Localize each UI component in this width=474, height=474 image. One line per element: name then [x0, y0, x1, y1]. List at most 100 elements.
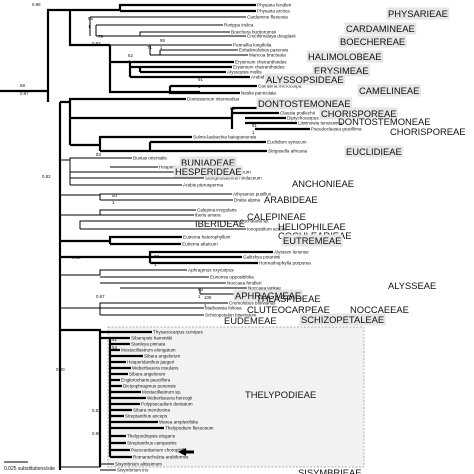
support-value: 54 [112, 345, 117, 350]
support-value: 58 [20, 83, 25, 88]
tribe-eudemeae: EUDEMEAE [224, 315, 277, 326]
taxon-label: Ionopsidium acaule [247, 227, 287, 232]
taxon-label: Physaria fendleri [257, 3, 291, 8]
tribe-noccaeeae: NOCCAEEAE [350, 304, 409, 315]
tribe-label-box [386, 7, 450, 20]
taxon-label: Sisymbrium irio [117, 468, 149, 473]
taxon-label: Cochlearia sp. [240, 219, 269, 224]
tribe-label: EUCLIDIEAE [346, 146, 402, 157]
support-value: 0.80 [56, 367, 65, 372]
support-value: 0.88 [92, 431, 101, 436]
support-value: 95 [88, 16, 93, 21]
taxon-label: Sisymbrium altissimum [115, 462, 162, 467]
taxon-label: Galitzkya potaninii [243, 255, 280, 260]
taxon-label: Mancoa bracteata [249, 53, 286, 58]
tribe-chorisporeae: CHORISPOREAE [319, 107, 399, 120]
taxon-label: Camelina microcarpa [258, 84, 302, 89]
tribe-aphragmeae: APHRAGMEAE [233, 289, 303, 302]
tribe-hesperideae: HESPERIDEAE [173, 165, 244, 178]
tribe-label-box [281, 234, 343, 247]
taxon-label: Physaria arctica [257, 9, 290, 14]
tribe-label: APHRAGMEAE [235, 290, 301, 301]
taxon-label: Streptanthus anceps [125, 414, 168, 419]
taxon-label: Sibaropsis hammittii [131, 336, 172, 341]
taxon-label: Arabis pterosperma [183, 183, 224, 188]
support-value: 83 [198, 287, 203, 292]
tribe-calepineae: CALEPINEAE [247, 211, 306, 222]
taxon-label: Solms-laubachia baiogoinensis [193, 135, 257, 140]
tribe-sisymbrieae: SISYMBRIEAE [298, 467, 362, 474]
tribe-camelineae: CAMELINEAE [357, 84, 421, 97]
support-value: 100 [204, 295, 212, 300]
tribe-label: CALEPINEAE [247, 211, 306, 222]
tribe-label: BUNIADEAE [181, 157, 235, 168]
taxon-label: Iberis amara [195, 213, 221, 218]
tribe-alysseae: ALYSSEAE [388, 280, 436, 291]
tribe-thlaspideae: THLASPIDEAE [256, 293, 321, 304]
tribe-label: EUDEMEAE [224, 315, 277, 326]
taxon-label: Crucihimalaya douglasii [247, 34, 296, 39]
taxon-label: Sterigmostemum violaceum [205, 176, 262, 181]
support-value: 79 [98, 34, 103, 39]
left-arrow-icon [178, 448, 194, 456]
taxon-label: Pacocardamum chorophilla [131, 448, 187, 453]
taxon-label: Neslia paniculata [241, 91, 276, 96]
tribe-label: CLUTEOCARPEAE [247, 304, 330, 315]
tribe-labels: PHYSARIEAECARDAMINEAEBOECHEREAEHALIMOLOB… [173, 7, 466, 474]
tribe-label: NOCCAEEAE [350, 304, 409, 315]
support-value: 1 [88, 24, 91, 29]
taxon-label: Sibara mendocina [133, 408, 170, 413]
tribe-label: IBERIDEAE [195, 218, 245, 229]
support-value: 1 [204, 303, 207, 308]
tribe-alyssopsideae: ALYSSOPSIDEAE [264, 73, 345, 86]
scale-label: 0.025 substitutions/site [4, 466, 55, 472]
support-value: 0.86 [72, 255, 81, 260]
support-value: 95 [160, 38, 165, 43]
taxon-label: Stanleya pinnata [131, 342, 166, 347]
tribe-label: BOECHEREAE [340, 36, 405, 47]
tribe-label-box [299, 313, 386, 326]
tribe-eutremeae: EUTREMEAE [281, 234, 343, 247]
taxon-label: Thelypodium flexuosum [165, 426, 214, 431]
taxon-label: Athysanus pusillus [233, 192, 272, 197]
tribe-label: CARDAMINEAE [346, 23, 415, 34]
tribe-label-box [344, 22, 417, 35]
tribe-label-box [264, 73, 345, 86]
tribe-label: CAMELINEAE [359, 85, 419, 96]
tribe-euclidieae: EUCLIDIEAE [344, 145, 404, 158]
tribe-label-box [233, 289, 303, 302]
tribe-label: SCHIZOPETALEAE [301, 314, 384, 325]
taxon-label: Aphragmus oxycarpus [188, 268, 234, 273]
taxon-label: Cardamine flexuosa [247, 15, 288, 20]
tribe-coluteocarpeae: CLUTEOCARPEAE [247, 304, 330, 315]
tribe-label-box [357, 84, 421, 97]
taxon-label: Noccaea jankae [248, 286, 281, 291]
taxon-label: Noccaea fendleri [227, 281, 261, 286]
tribe-label: ERYSIMEAE [314, 65, 369, 76]
taxon-label: Rorippa indica [224, 23, 254, 28]
tribe-cardamineae: CARDAMINEAE [344, 22, 417, 35]
tribe-schizopetaleae: SCHIZOPETALEAE [299, 313, 386, 326]
tribe-label: HESPERIDEAE [175, 166, 242, 177]
support-value: 50 [112, 193, 117, 198]
taxon-label: Pennellia longifolia [233, 43, 272, 48]
taxon-label: Dictyophragmus punensis [123, 384, 177, 389]
support-value: 1 [230, 114, 233, 119]
tribe-chorisporeae2: CHORISPOREAE [390, 126, 466, 137]
tribe-label-box [306, 50, 383, 63]
tribe-label-box [344, 145, 404, 158]
taxon-label: Draba alpina [234, 198, 260, 203]
taxon-label: Alyssopsis mollis [227, 70, 262, 75]
tribe-label: ALYSSEAE [388, 280, 436, 291]
tribe-label-box [319, 107, 399, 120]
thelypodieae-shade [107, 326, 365, 468]
taxon-label: Strigosella africana [268, 149, 308, 154]
tribe-label: ANCHONIEAE [292, 178, 354, 189]
taxon-label: Exhalimolobos pazensis [239, 48, 289, 53]
tribe-label: SISYMBRIEAE [298, 467, 362, 474]
taxon-label: Thelypodiopsis elegans [127, 434, 176, 439]
taxon-label: Mostacillastrum elongatum [121, 348, 176, 353]
taxon-label: Schizopetalon biseriatum [205, 313, 256, 318]
tribe-anchonieae: ANCHONIEAE [292, 178, 354, 189]
tribe-arabideae: ARABIDEAE [264, 194, 318, 205]
